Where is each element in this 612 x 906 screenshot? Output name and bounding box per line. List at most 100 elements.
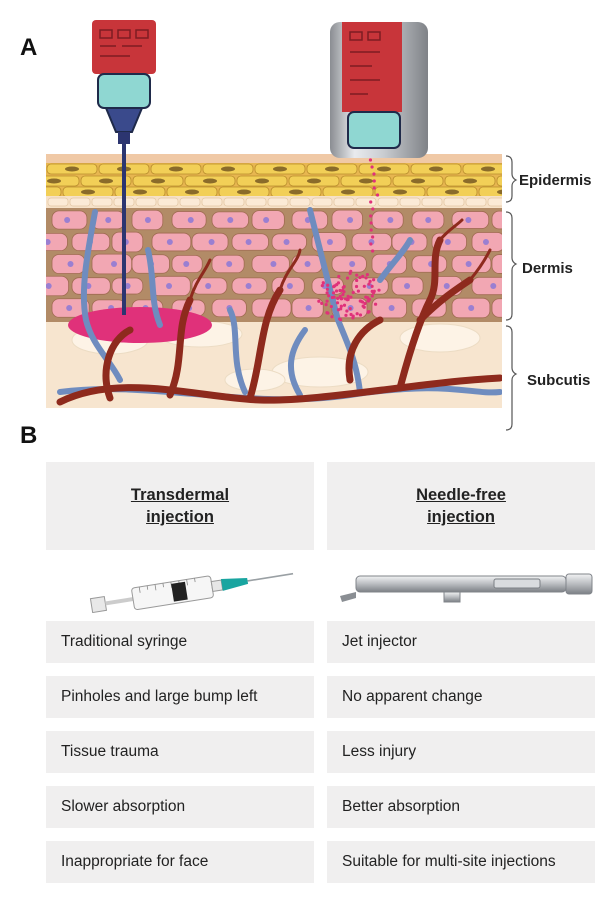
basal-cell [69, 197, 91, 207]
injectate-droplet [364, 295, 368, 299]
arteries [56, 236, 502, 406]
cell-nucleus [46, 283, 52, 289]
basal-cell [201, 197, 223, 207]
injectate-droplet [355, 278, 359, 283]
injectate-droplet [369, 214, 373, 218]
table-cell: No apparent change [327, 676, 595, 718]
injectate-droplet [348, 307, 352, 311]
injectate-droplet [345, 276, 350, 280]
injectate-droplet [338, 318, 343, 322]
basal-cell [399, 197, 421, 207]
dermis-cell [471, 276, 502, 296]
cell-nucleus [65, 166, 79, 172]
dermis-cell [46, 232, 68, 252]
injectate-droplet [370, 284, 374, 288]
syringe-barrel [92, 20, 156, 74]
basal-cell [245, 197, 267, 207]
injectate-droplet [339, 307, 343, 311]
cell-nucleus [227, 217, 234, 223]
table-cell: Suitable for multi-site injections [327, 841, 595, 883]
injectate-droplet [344, 313, 348, 317]
cell-nucleus [99, 178, 113, 184]
injectate-droplet [372, 186, 376, 190]
cell-nucleus [166, 283, 173, 289]
cell-nucleus [387, 217, 394, 223]
table-cell: Inappropriate for face [46, 841, 314, 883]
cell-nucleus [144, 217, 151, 223]
injectate-droplet [371, 235, 375, 239]
injectate-droplet [372, 179, 376, 183]
cell-nucleus [226, 261, 233, 267]
cell-nucleus [245, 283, 252, 289]
cell-nucleus [283, 239, 290, 245]
injectate-droplet [354, 284, 359, 289]
cell-nucleus [185, 189, 199, 195]
injectate-droplet [366, 299, 370, 303]
injectate-droplet [358, 313, 363, 317]
injectate-droplet [338, 288, 342, 293]
cell-nucleus [497, 189, 502, 195]
injectate-droplet [329, 304, 333, 309]
column-header-needle-free: Needle-free injection [327, 462, 595, 550]
injectate-droplet [342, 303, 347, 307]
injectate-droplet [321, 281, 325, 285]
injectate-droplet [366, 310, 370, 314]
cell-nucleus [490, 283, 497, 289]
label-epidermis: Epidermis [519, 172, 592, 189]
cell-nucleus [347, 217, 354, 223]
injectate-droplet [369, 228, 373, 232]
injectate-droplet [358, 275, 362, 280]
basal-cell [157, 197, 179, 207]
injectate-droplet [327, 294, 331, 298]
layer-brackets [505, 155, 518, 431]
cell-nucleus [393, 189, 407, 195]
injectate-droplet [325, 299, 329, 303]
injectate-droplet [368, 158, 373, 162]
table-cell: Slower absorption [46, 786, 314, 828]
cell-nucleus [47, 178, 61, 184]
basal-cell [465, 197, 487, 207]
injectate-droplet [372, 278, 376, 282]
cell-nucleus [506, 261, 512, 267]
injectate-droplet [351, 290, 355, 295]
cell-nucleus [255, 178, 269, 184]
epidermis-cell [478, 186, 502, 198]
injectate-droplet [369, 221, 373, 225]
cell-nucleus [465, 217, 472, 223]
injectate-droplet [330, 315, 334, 319]
injectate-droplet [369, 200, 373, 204]
column-header-transdermal: Transdermal injection [46, 462, 314, 550]
injectate-droplet [373, 302, 378, 306]
label-subcutis: Subcutis [527, 372, 591, 389]
injectate-droplet [370, 294, 374, 298]
injectate-droplet [334, 289, 339, 293]
injectate-droplet [349, 295, 353, 299]
cell-nucleus [388, 305, 395, 311]
injectate-droplet [345, 309, 349, 313]
stratum-corneum [46, 154, 502, 163]
epidermis-cell [496, 175, 502, 187]
basal-cell [179, 197, 201, 207]
injectate-droplet [338, 294, 342, 299]
table-cell: Pinholes and large bump left [46, 676, 314, 718]
injectate-droplet [365, 272, 369, 277]
cell-nucleus [46, 239, 51, 245]
table-cell: Less injury [327, 731, 595, 773]
injectate-droplet [320, 283, 324, 288]
cell-nucleus [307, 178, 321, 184]
table-cell: Better absorption [327, 786, 595, 828]
cell-nucleus [463, 178, 477, 184]
injectate-droplet [339, 304, 343, 308]
injectate-droplet [372, 172, 376, 176]
cell-nucleus [482, 239, 489, 245]
basal-cell [355, 197, 377, 207]
cell-nucleus [208, 239, 215, 245]
injectate-droplet [349, 269, 353, 273]
table-cell: Tissue trauma [46, 731, 314, 773]
injectate-droplet [324, 303, 328, 307]
cell-nucleus [237, 189, 251, 195]
dermis-cell [491, 254, 502, 274]
injectate-droplet [331, 291, 336, 295]
cell-nucleus [270, 261, 277, 267]
table-cell: Jet injector [327, 621, 595, 663]
